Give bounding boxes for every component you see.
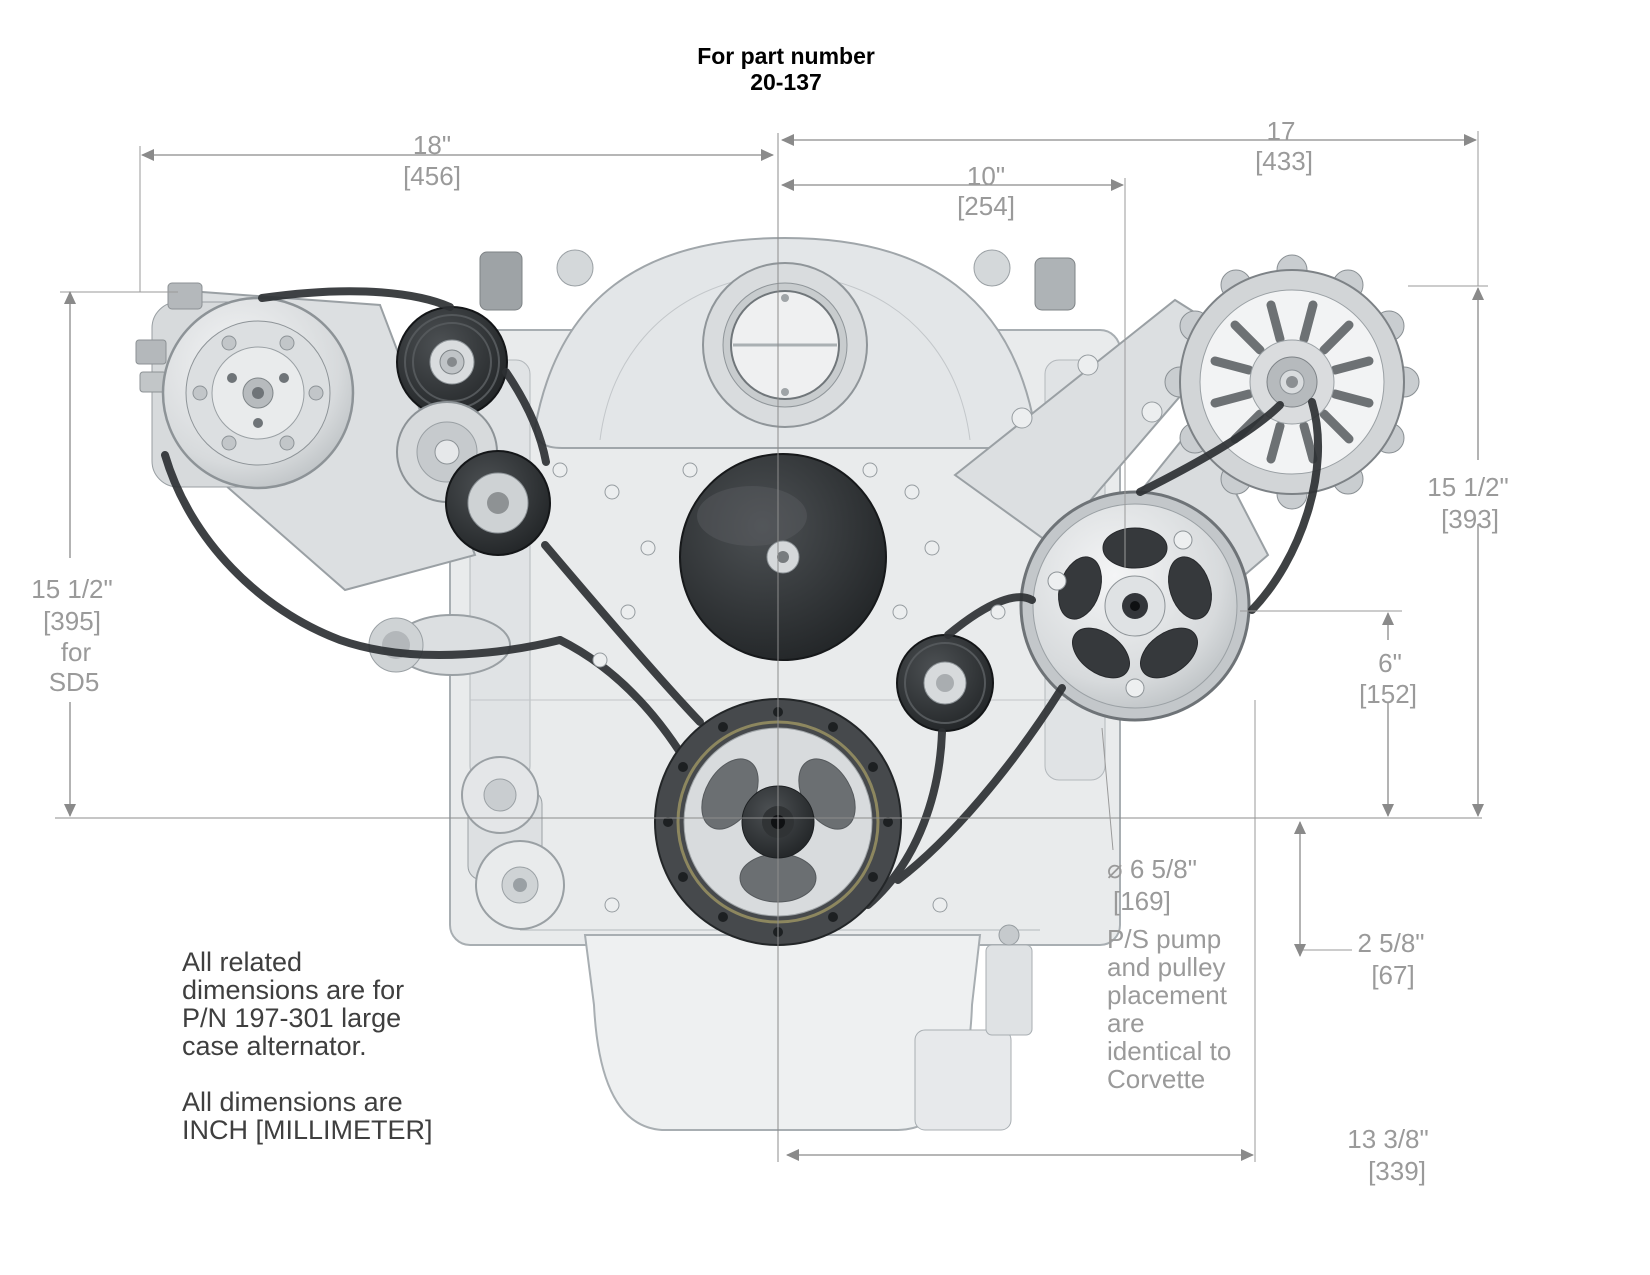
centerlines [55,133,1482,1162]
dim-18-mm-label: [456] [403,161,461,191]
dim-6-inch-label: 6" [1378,648,1402,678]
drawing-title-line1: For part number [697,43,875,69]
intake-manifold [479,236,1076,449]
dim-10-inch-label: 10" [966,161,1006,191]
lower-left-pump [461,756,565,930]
dimension-lines [64,134,1484,1161]
dim-13-38-inch-label: 13 3/8" [1347,1124,1429,1154]
ps-pump-pulley [1019,490,1251,722]
fan-cone-pulley [679,453,887,661]
throttle-body [702,262,868,428]
damper-bolt-holes [663,707,893,937]
ac-compressor [135,282,355,490]
dim-pulley-dia-mm-label: [169] [1113,886,1171,916]
block-bolts [552,462,1006,913]
ps-note-line2: and pulley [1107,952,1226,982]
drawing-title-line2: 20-137 [750,69,822,95]
dim-15-left-mm-label: [395] [43,606,101,636]
serpentine-belts [161,287,1323,909]
dim-17-mm-label: [433] [1255,146,1313,176]
idler-pulley-lower [896,634,994,732]
dim-10-mm-label: [254] [957,191,1015,221]
dim-15-left-sd5-label: SD5 [48,667,100,697]
ps-note-line1: P/S pump [1107,924,1222,954]
tensioner-pulley [445,450,551,556]
dim-18-inch-label: 18" [412,130,452,160]
dim-17-inch-label: 17 [1266,116,1296,146]
dim-15-left-for-label: for [60,637,92,667]
extension-lines [60,131,1488,1162]
ps-note-line4: are [1107,1008,1145,1038]
dim-13-38-mm-label: [339] [1368,1156,1426,1186]
dim-15-right-inch-label: 15 1/2" [1427,472,1509,502]
oil-pan [583,924,1033,1131]
alt-note-line2: dimensions are for [182,975,405,1005]
alt-note-line4: case alternator. [182,1031,367,1061]
dim-15-left-inch-label: 15 1/2" [31,574,113,604]
thermostat-housing [368,614,511,676]
alt-note-line3: P/N 197-301 large [182,1003,402,1033]
idler-pulley-top [396,306,508,418]
ps-note-line6: Corvette [1107,1064,1206,1094]
units-note-line2: INCH [MILLIMETER] [182,1115,433,1145]
dim-6-mm-label: [152] [1359,679,1417,709]
alt-note-line1: All related [182,947,303,977]
dim-2-58-mm-label: [67] [1371,960,1415,990]
dim-2-58-inch-label: 2 5/8" [1357,928,1425,958]
alternator-vents [1210,300,1374,464]
dim-15-right-mm-label: [393] [1441,504,1499,534]
ps-note-line3: placement [1107,980,1227,1010]
units-note-line1: All dimensions are [182,1087,403,1117]
ps-note-line5: identical to [1107,1036,1232,1066]
dim-pulley-dia-inch-label: ⌀ 6 5/8" [1107,854,1197,884]
